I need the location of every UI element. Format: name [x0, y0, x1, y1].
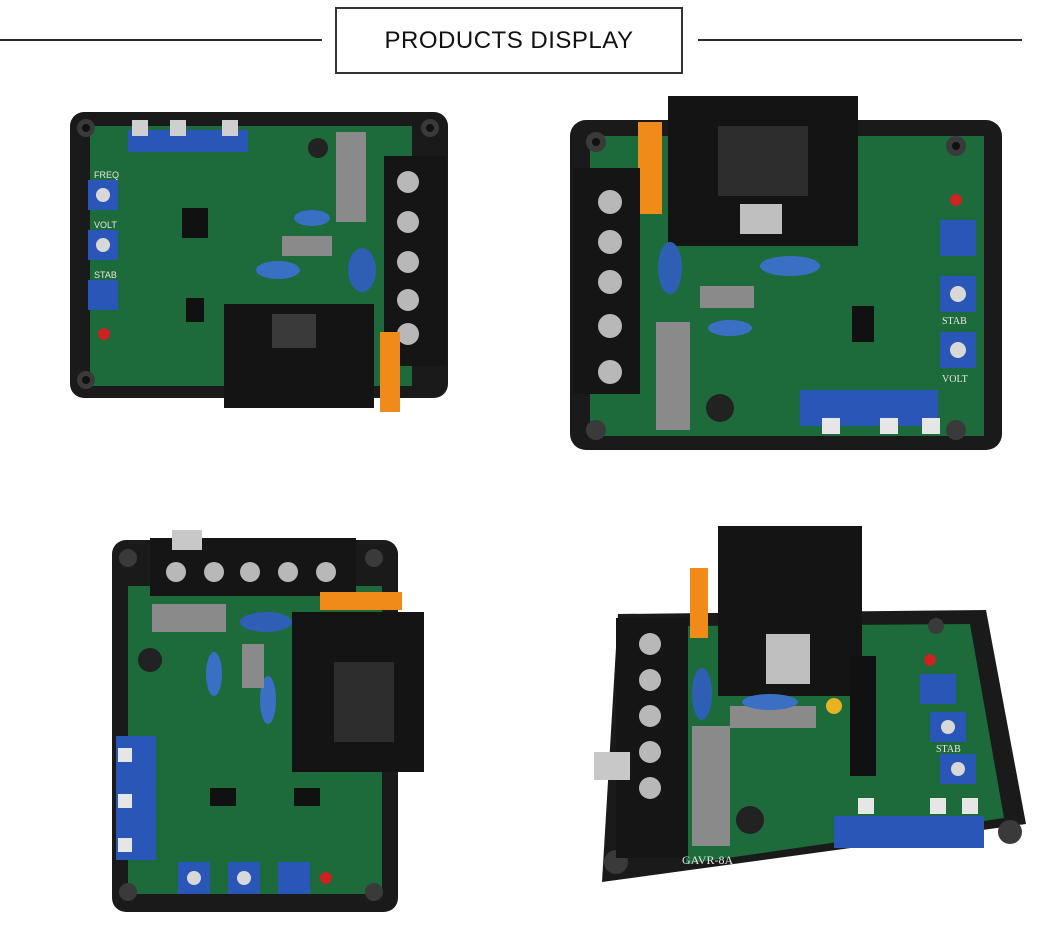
label-stab: STAB [942, 316, 967, 327]
label-freq: FREQ [94, 170, 119, 180]
product-photo-bottom-right: STAB GAVR-8A [590, 526, 1030, 900]
header-rule-right [698, 39, 1022, 41]
page-title: PRODUCTS DISPLAY [335, 7, 683, 74]
product-photo-top-left: FREQ VOLT STAB [66, 108, 456, 440]
label-model: GAVR-8A [682, 853, 733, 867]
label-stab: STAB [936, 744, 961, 755]
label-volt: VOLT [94, 220, 117, 230]
label-volt: VOLT [942, 374, 968, 385]
product-photo-bottom-left [106, 526, 430, 916]
header-rule-left [0, 39, 322, 41]
label-stab: STAB [94, 270, 117, 280]
product-photo-top-right: STAB VOLT [560, 96, 1010, 456]
